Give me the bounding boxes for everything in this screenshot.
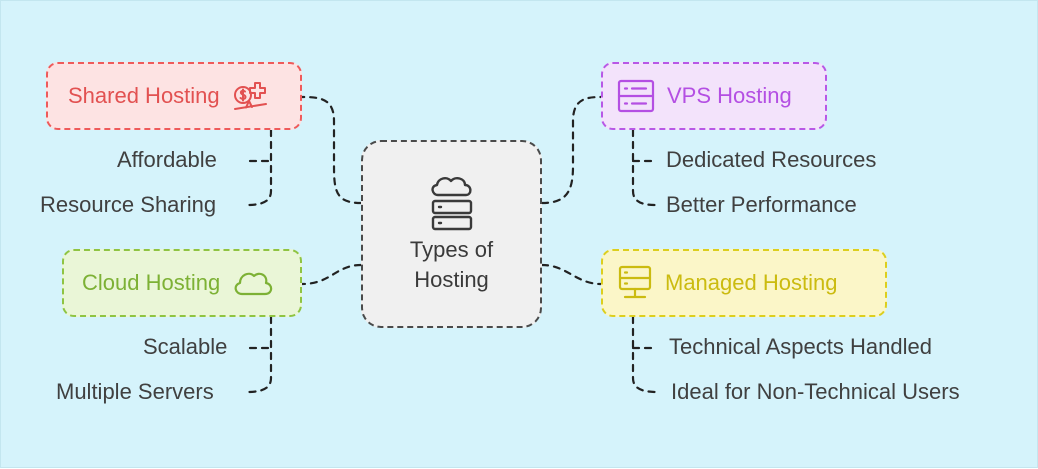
connector-shared-items: [245, 128, 273, 207]
server-panel-icon: [617, 79, 655, 113]
cloud-icon: [234, 272, 273, 296]
branch-managed-hosting: Managed Hosting: [601, 249, 887, 317]
connector-managed: [540, 263, 603, 286]
branch-vps-hosting: VPS Hosting: [601, 62, 827, 130]
managed-hosting-label: Managed Hosting: [665, 270, 838, 295]
connector-vps-items: [631, 128, 657, 207]
vps-item-dedicated-resources: Dedicated Resources: [666, 147, 877, 172]
connector-managed-items: [631, 315, 659, 394]
vps-hosting-label: VPS Hosting: [667, 83, 792, 108]
connector-cloud-items: [245, 315, 273, 394]
connector-cloud: [300, 263, 363, 286]
center-node: Types of Hosting: [361, 140, 542, 328]
cloud-item-multiple-servers: Multiple Servers: [56, 379, 214, 404]
connector-vps: [540, 95, 603, 205]
center-title: Types of Hosting: [409, 237, 494, 292]
cloud-item-scalable: Scalable: [143, 334, 228, 359]
managed-item-technical-aspects: Technical Aspects Handled: [669, 334, 932, 359]
branch-shared-hosting: Shared Hosting: [46, 62, 302, 130]
connector-shared: [300, 95, 363, 205]
shared-hosting-label: Shared Hosting: [68, 83, 220, 108]
budget-balance-icon: [233, 82, 267, 110]
shared-item-affordable: Affordable: [117, 147, 217, 172]
branch-cloud-hosting: Cloud Hosting: [62, 249, 302, 317]
cloud-hosting-label: Cloud Hosting: [82, 270, 221, 295]
shared-item-resource-sharing: Resource Sharing: [40, 192, 217, 217]
cloud-server-icon: [430, 177, 472, 231]
server-stand-icon: [618, 265, 652, 299]
vps-item-better-performance: Better Performance: [666, 192, 857, 217]
managed-item-non-technical-users: Ideal for Non-Technical Users: [671, 379, 960, 404]
